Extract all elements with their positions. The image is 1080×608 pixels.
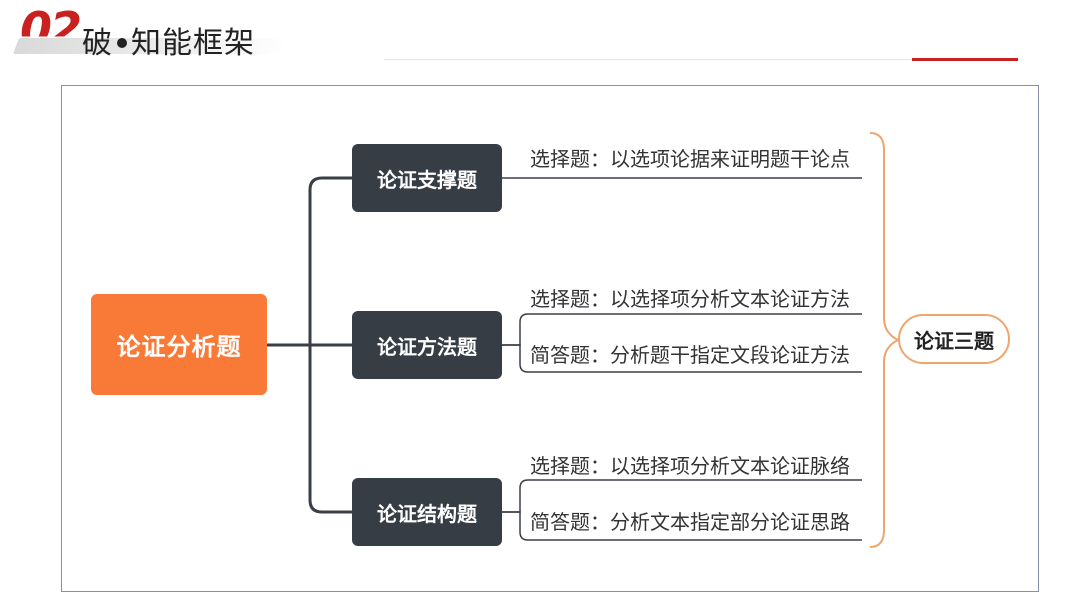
leaf-item-method-short-answer: 简答题：分析题干指定文段论证方法 <box>530 343 850 367</box>
header-accent-bar <box>912 58 1018 61</box>
leaf-item-support-choice: 选择题：以选项论据来证明题干论点 <box>530 147 850 171</box>
leaf-line-5 <box>502 511 862 541</box>
connector-to-node-1 <box>308 176 352 345</box>
branch-node-support: 论证支撑题 <box>352 144 502 212</box>
title-dot <box>117 37 127 48</box>
root-node: 论证分析题 <box>91 294 267 395</box>
branch-node-structure: 论证结构题 <box>352 478 502 546</box>
page-title: 破知能框架 <box>82 18 255 62</box>
title-word-1: 破 <box>82 26 113 61</box>
leaf-item-structure-short-answer: 简答题：分析文本指定部分论证思路 <box>530 510 850 534</box>
leaf-line-3 <box>502 344 862 373</box>
leaf-line-2 <box>502 313 862 346</box>
summary-brace <box>869 132 901 548</box>
connector-to-node-3 <box>308 345 352 514</box>
leaf-item-structure-choice: 选择题：以选择项分析文本论证脉络 <box>530 454 850 478</box>
section-number: 02 <box>20 2 81 56</box>
title-word-2: 知能框架 <box>131 26 255 61</box>
summary-label: 论证三题 <box>898 314 1010 364</box>
diagram-frame <box>61 85 1039 592</box>
branch-node-method: 论证方法题 <box>352 311 502 379</box>
leaf-line-4 <box>502 479 862 513</box>
header-divider <box>384 59 1018 60</box>
leaf-item-method-choice: 选择题：以选择项分析文本论证方法 <box>530 287 850 311</box>
